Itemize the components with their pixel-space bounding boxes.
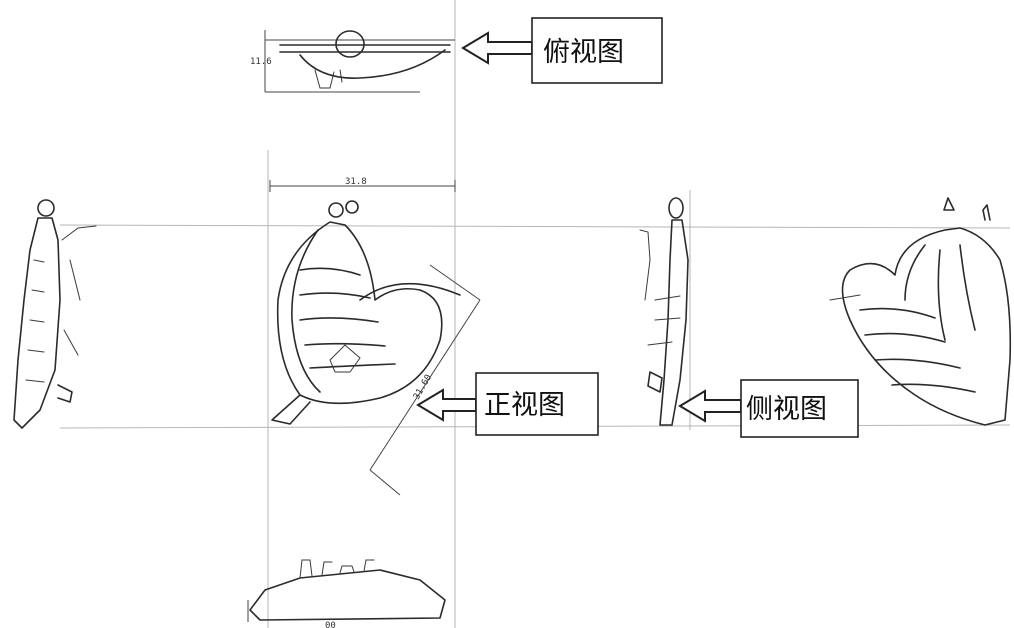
front-view-arrow-icon — [416, 388, 477, 422]
bottom-view-mark: 00 — [325, 621, 336, 628]
side-view-label: 侧视图 — [746, 394, 827, 425]
top-view-dimension: 11.6 — [250, 57, 272, 67]
perspective-sketch — [829, 197, 1012, 426]
top-view-arrow-icon — [461, 31, 533, 65]
front-view-callout: 正视图 — [416, 372, 599, 436]
projection-guides — [59, 0, 1011, 628]
top-view-label-box — [531, 17, 663, 84]
side-view-sketch — [639, 197, 689, 426]
bottom-view-sketch: 00 — [247, 559, 446, 628]
left-side-sketch — [13, 199, 97, 429]
top-view-callout: 俯视图 — [461, 17, 663, 84]
front-view-label-box — [475, 372, 599, 436]
side-view-arrow-icon — [678, 389, 742, 423]
side-view-callout: 侧视图 — [678, 379, 859, 438]
front-view-width-dimension: 31.8 — [345, 177, 367, 187]
side-view-label-box — [740, 379, 859, 438]
top-view-sketch: 11.6 — [250, 30, 455, 93]
front-view-label: 正视图 — [484, 390, 565, 421]
front-view-sketch: 31.8 31.60 — [269, 177, 481, 496]
top-view-label: 俯视图 — [543, 37, 624, 68]
